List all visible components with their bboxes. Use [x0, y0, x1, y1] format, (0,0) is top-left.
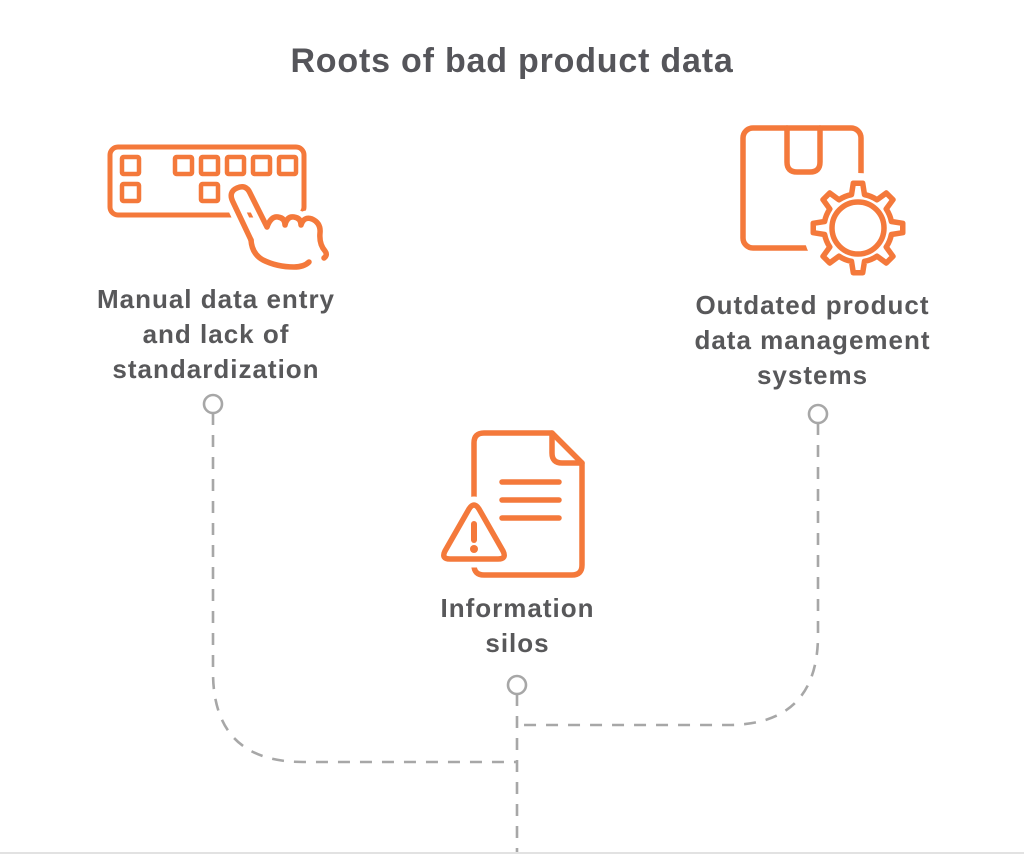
- label-line: standardization: [112, 354, 320, 384]
- connector-dot-right: [807, 403, 829, 425]
- document-warning-icon: [435, 430, 585, 578]
- connector-dot-left: [202, 393, 224, 415]
- bottom-edge-divider: [0, 852, 1024, 854]
- connector-dot-center: [506, 674, 528, 696]
- label-line: systems: [756, 360, 869, 390]
- outdated-systems-label: Outdated product data management systems: [645, 288, 980, 393]
- page-title: Roots of bad product data: [290, 42, 734, 80]
- exclamation-dot: [470, 545, 478, 553]
- label-line: Information: [440, 593, 595, 623]
- label-line: data management: [694, 325, 931, 355]
- package-gear-icon: [740, 125, 913, 283]
- keyboard-typing-hand-icon: [107, 144, 335, 275]
- information-silos-label: Information silos: [400, 591, 635, 661]
- label-line: Manual data entry: [96, 284, 336, 314]
- label-line: and lack of: [142, 319, 290, 349]
- manual-entry-label: Manual data entry and lack of standardiz…: [40, 282, 392, 387]
- label-line: Outdated product: [695, 290, 930, 320]
- label-line: silos: [485, 628, 550, 658]
